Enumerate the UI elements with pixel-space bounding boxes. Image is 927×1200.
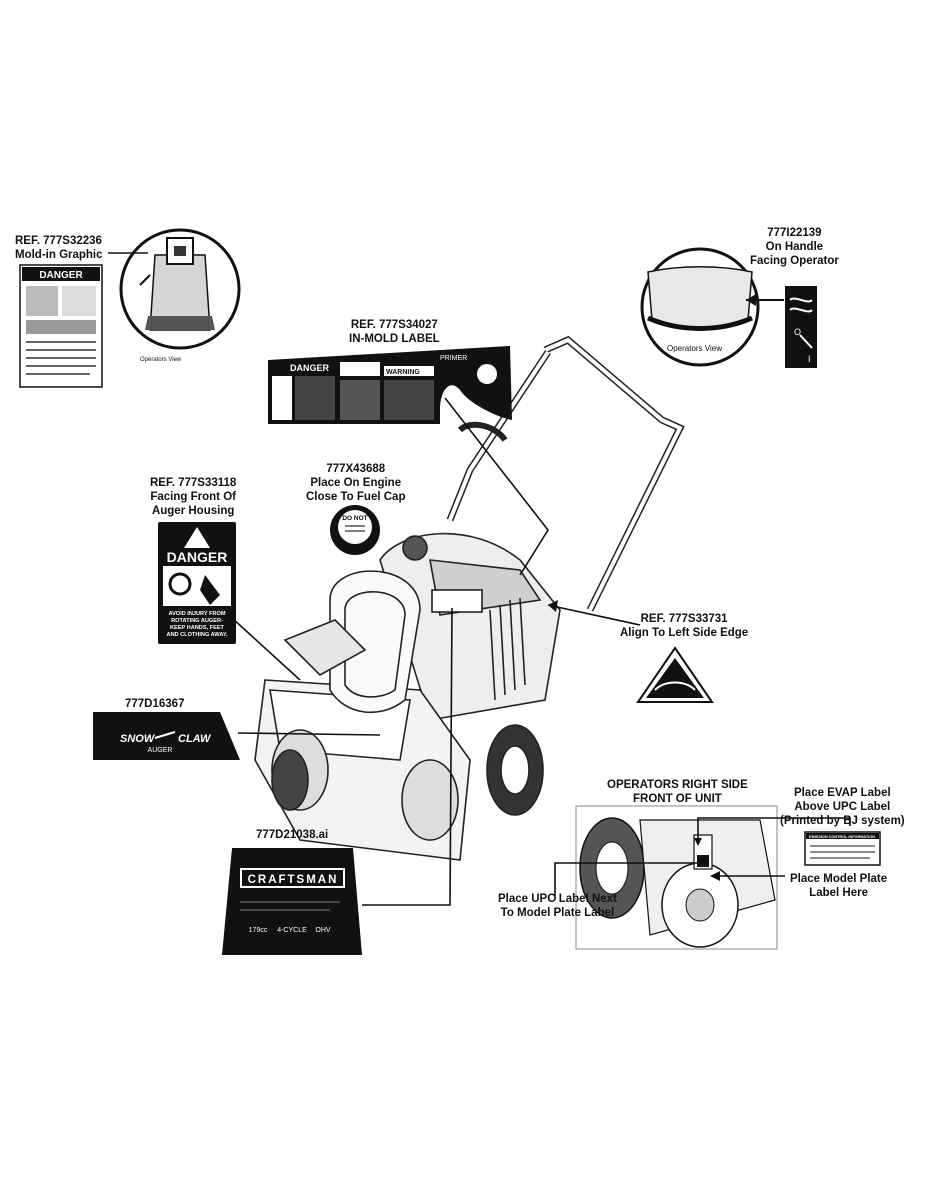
auger-text: AUGER bbox=[148, 747, 173, 754]
snow-thrower-illustration bbox=[254, 335, 685, 861]
small-danger-header: DANGER bbox=[39, 270, 83, 281]
inmold-primer-text: PRIMER bbox=[440, 355, 467, 362]
ref-32236-callout: REF. 777S32236 Mold-in Graphic bbox=[15, 235, 103, 261]
fuel-cap-decal: DO NOT bbox=[330, 505, 380, 555]
danger-text-line-3: KEEP HANDS, FEET bbox=[170, 625, 225, 631]
svg-text:I: I bbox=[808, 354, 811, 364]
label-43688-callout: 777X43688 Place On Engine Close To Fuel … bbox=[306, 463, 406, 503]
handle-decal-circle bbox=[640, 247, 760, 367]
danger-text-line-1: AVOID INJURY FROM bbox=[168, 611, 225, 617]
danger-header-text: DANGER bbox=[167, 549, 228, 565]
upc-callout: Place UPC Label Next To Model Plate Labe… bbox=[498, 893, 617, 919]
engine-spec-1: 179cc bbox=[249, 927, 268, 934]
engine-spec-3: OHV bbox=[315, 927, 331, 934]
small-danger-decal: DANGER bbox=[19, 264, 103, 388]
craftsman-text: CRAFTSMAN bbox=[248, 874, 339, 886]
claw-text: CLAW bbox=[178, 733, 212, 745]
svg-text:O: O bbox=[794, 327, 801, 337]
label-16367-callout: 777D16367 bbox=[125, 698, 185, 710]
model-plate-callout: Place Model Plate Label Here bbox=[790, 873, 888, 899]
ref-33731-callout: REF. 777S33731 Align To Left Side Edge bbox=[620, 613, 749, 639]
emission-label: EMISSION CONTROL INFORMATION bbox=[804, 831, 881, 866]
ref-34027-callout: REF. 777S34027 IN-MOLD LABEL bbox=[349, 319, 440, 345]
inmold-warning-text: WARNING bbox=[386, 369, 420, 376]
do-not-text: DO NOT bbox=[342, 515, 367, 522]
ref-33118-callout: REF. 777S33118 Facing Front Of Auger Hou… bbox=[150, 477, 237, 517]
inmold-danger-text: DANGER bbox=[290, 363, 330, 373]
label-21038-callout: 777D21038.ai bbox=[256, 829, 329, 841]
operators-view-left: Operators View bbox=[140, 357, 182, 363]
label-22139-callout: 777I22139 On Handle Facing Operator bbox=[750, 227, 839, 267]
engine-spec-2: 4-CYCLE bbox=[277, 927, 307, 934]
right-side-inset bbox=[575, 805, 778, 950]
danger-text-line-2: ROTATING AUGER- bbox=[171, 618, 223, 624]
snow-text: SNOW bbox=[120, 733, 156, 745]
auger-danger-decal: DANGER AVOID INJURY FROM ROTATING AUGER-… bbox=[158, 522, 236, 644]
craftsman-decal: CRAFTSMAN 179cc 4-CYCLE OHV bbox=[222, 848, 362, 955]
mold-in-graphic-circle bbox=[119, 228, 241, 350]
evap-callout: Place EVAP Label Above UPC Label (Printe… bbox=[780, 787, 905, 827]
snow-claw-decal: SNOW CLAW AUGER bbox=[93, 712, 240, 760]
handle-control-decal: O I bbox=[785, 286, 817, 368]
warning-triangle-decal bbox=[636, 646, 714, 703]
in-mold-label: DANGER WARNING PRIMER bbox=[268, 346, 512, 424]
operators-view-right: Operators View bbox=[667, 344, 722, 353]
emission-title-text: EMISSION CONTROL INFORMATION bbox=[809, 835, 875, 839]
danger-text-line-4: AND CLOTHING AWAY. bbox=[166, 632, 228, 638]
operators-right-side-title: OPERATORS RIGHT SIDE FRONT OF UNIT bbox=[607, 779, 748, 805]
